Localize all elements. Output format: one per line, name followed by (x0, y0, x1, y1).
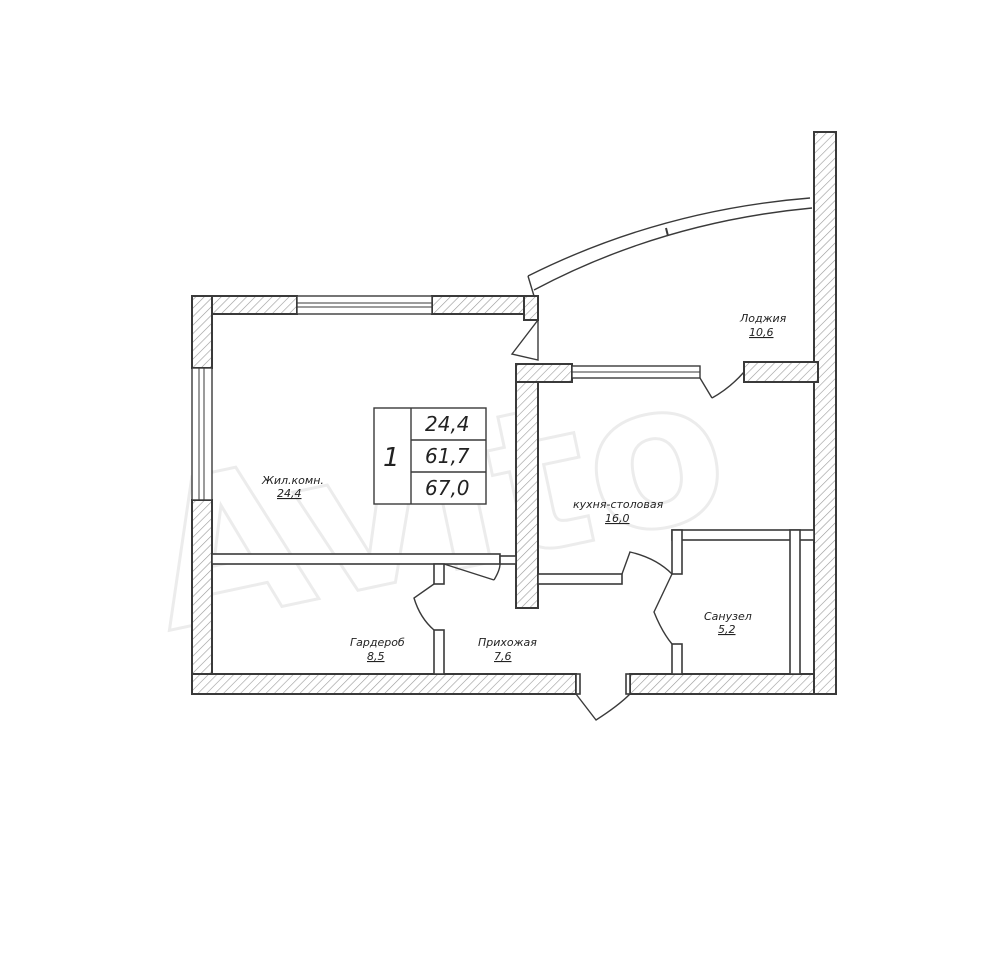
room-kitchen-name: кухня-столовая (573, 498, 664, 511)
wall-kitchen-top-right (743, 361, 819, 383)
room-wardrobe-area: 8,5 (367, 650, 385, 663)
wall-shaft (789, 529, 801, 675)
wall-right (813, 131, 837, 695)
room-wardrobe-name: Гардероб (350, 636, 405, 649)
wall-left-upper (191, 295, 213, 369)
wall-wardrobe-right (433, 563, 445, 585)
room-bathroom-area: 5,2 (718, 623, 736, 636)
door-kitchen[interactable] (621, 551, 673, 575)
room-living-area: 24,4 (277, 487, 302, 500)
room-kitchen-area: 16,0 (605, 512, 630, 525)
total-area-b-value: 67,0 (425, 476, 470, 500)
wall-kitchen-bottom (537, 573, 623, 585)
living-area-value: 24,4 (425, 412, 470, 436)
wall-bathroom-left (671, 529, 683, 575)
door-entrance[interactable] (575, 693, 631, 721)
door-bathroom[interactable] (653, 573, 673, 645)
door-kitchen-loggia[interactable] (699, 371, 745, 399)
room-living-name: Жил.комн. (261, 474, 324, 487)
room-hallway-name: Прихожая (478, 636, 537, 649)
rooms-count: 1 (383, 443, 400, 473)
wall-partition-kitchen (515, 363, 539, 609)
door-living-loggia[interactable] (510, 317, 539, 361)
door-wardrobe[interactable] (413, 583, 435, 631)
summary-table: 1 24,4 61,7 67,0 (373, 407, 487, 505)
room-bathroom-name: Санузел (704, 610, 752, 623)
wall-bottom-right (629, 673, 837, 695)
wall-stub-top (523, 295, 539, 321)
wall-wardrobe-top (211, 553, 501, 565)
window-living-top (296, 295, 433, 315)
wall-kitchen-top-left (515, 363, 573, 383)
wall-left-lower (191, 499, 213, 695)
room-loggia-area: 10,6 (749, 326, 774, 339)
loggia-glazing (527, 197, 811, 277)
door-hall-living[interactable] (443, 563, 501, 581)
wall-top-right (431, 295, 539, 315)
window-living-left (191, 367, 213, 501)
room-loggia-name: Лоджия (739, 312, 787, 325)
room-hallway-area: 7,6 (494, 650, 512, 663)
wall-bottom-left (191, 673, 577, 695)
total-area-a-value: 61,7 (425, 444, 470, 468)
